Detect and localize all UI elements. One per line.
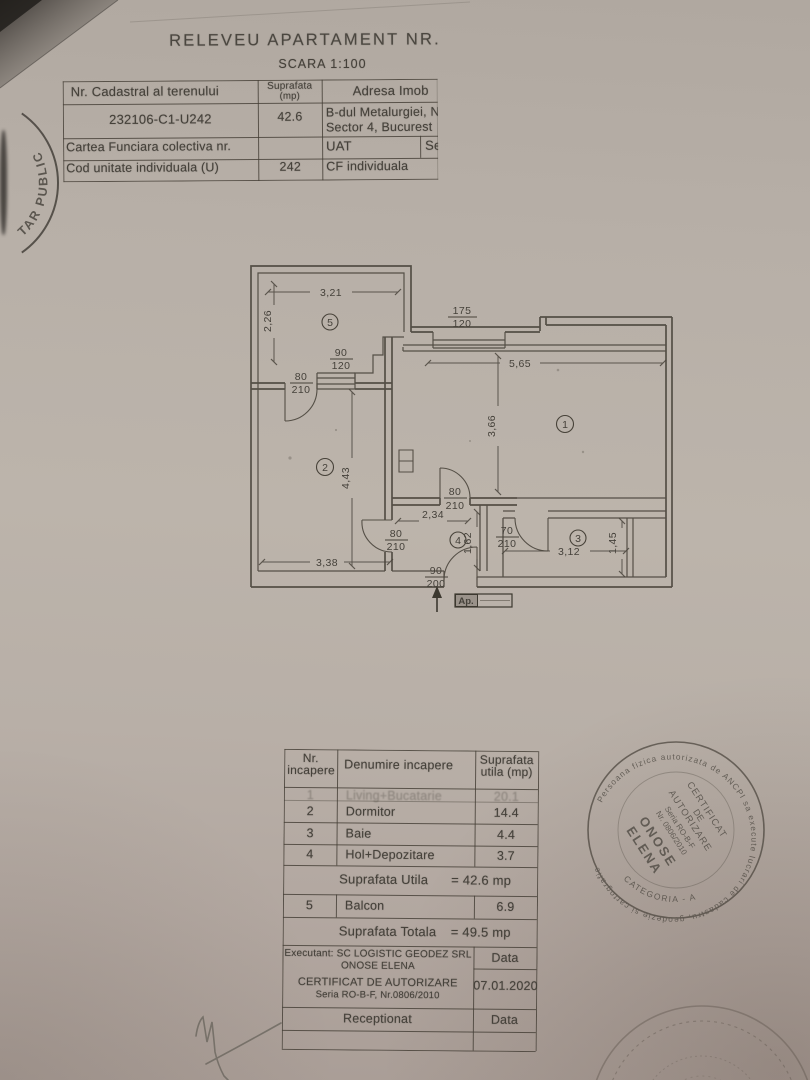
- dimension-lines: [258, 280, 667, 578]
- svg-text:80: 80: [390, 528, 402, 540]
- svg-text:80: 80: [449, 486, 461, 498]
- dim-hol-width: 2,34: [422, 509, 444, 521]
- svg-text:210: 210: [498, 538, 517, 550]
- door-living-label: 80 210: [444, 486, 467, 512]
- scan-specks: [288, 368, 585, 460]
- svg-text:210: 210: [387, 541, 406, 553]
- svg-text:80: 80: [295, 371, 307, 383]
- room-3-number: 3: [575, 533, 581, 545]
- dimension-labels: 3,21 2,26 5,65 3,66 4,43 3,38 2,34 1,62 …: [262, 287, 619, 569]
- svg-text:200: 200: [427, 578, 446, 590]
- svg-text:TAR PUBLIC: TAR PUBLIC: [15, 149, 50, 239]
- dim-living-width: 5,65: [509, 358, 531, 370]
- notary-stamp-icon: TAR PUBLIC: [15, 112, 60, 254]
- dim-balcony-width: 3,21: [320, 287, 342, 299]
- room-number-markers: 1 2 3 4 5: [315, 313, 587, 549]
- certification-stamp-icon: Persoana fizica autorizata de ANCPI sa e…: [587, 741, 765, 924]
- room-2-number: 2: [322, 462, 328, 474]
- dim-hol-height: 1,62: [462, 532, 474, 554]
- entrance-marker: Ap.: [432, 586, 513, 612]
- page-corner-fold: [0, 0, 471, 89]
- room-5-number: 5: [327, 317, 333, 329]
- opening-labels: 175 120 90 120 80 210 80 210 80: [290, 305, 519, 590]
- window-balcony-label: 90 120: [330, 347, 353, 372]
- svg-text:90: 90: [335, 347, 347, 359]
- window-top-label: 175 120: [448, 305, 477, 330]
- dim-baie-height: 1,45: [607, 532, 619, 554]
- dim-balcony-height: 2,26: [262, 310, 274, 332]
- scale-label: SCARA 1:100: [278, 57, 367, 71]
- north-arrow-icon: [432, 586, 442, 598]
- handwritten-check-mark: [195, 1015, 282, 1080]
- floor-plan-walls: [250, 265, 673, 588]
- faint-corner-stamp-icon: [595, 1005, 809, 1080]
- room-4-number: 4: [455, 535, 461, 547]
- door-balcony-label: 80 210: [290, 371, 313, 396]
- svg-text:175: 175: [453, 305, 472, 317]
- notary-stamp-text: TAR PUBLIC: [15, 149, 48, 239]
- svg-text:70: 70: [501, 525, 513, 537]
- room-1-number: 1: [562, 419, 568, 431]
- entry-label: Ap.: [458, 596, 473, 607]
- svg-text:120: 120: [453, 318, 472, 330]
- door-dormitor-label: 80 210: [385, 528, 408, 553]
- svg-text:210: 210: [446, 500, 465, 512]
- svg-text:90: 90: [430, 565, 442, 577]
- svg-text:210: 210: [292, 384, 311, 396]
- dim-baie-width: 3,12: [558, 546, 580, 558]
- dim-living-height: 3,66: [486, 415, 498, 437]
- stamp-category-text: CATEGORIA - A: [622, 874, 696, 905]
- svg-text:120: 120: [332, 360, 351, 372]
- scan-edge-shadow: [0, 130, 7, 235]
- dim-dormitor-width: 3,38: [316, 557, 338, 569]
- dim-dormitor-height: 4,43: [340, 467, 352, 489]
- door-entry-label: 90 200: [425, 565, 448, 590]
- svg-text:CATEGORIA - A: CATEGORIA - A: [622, 874, 698, 905]
- door-baie-label: 70 210: [496, 525, 519, 550]
